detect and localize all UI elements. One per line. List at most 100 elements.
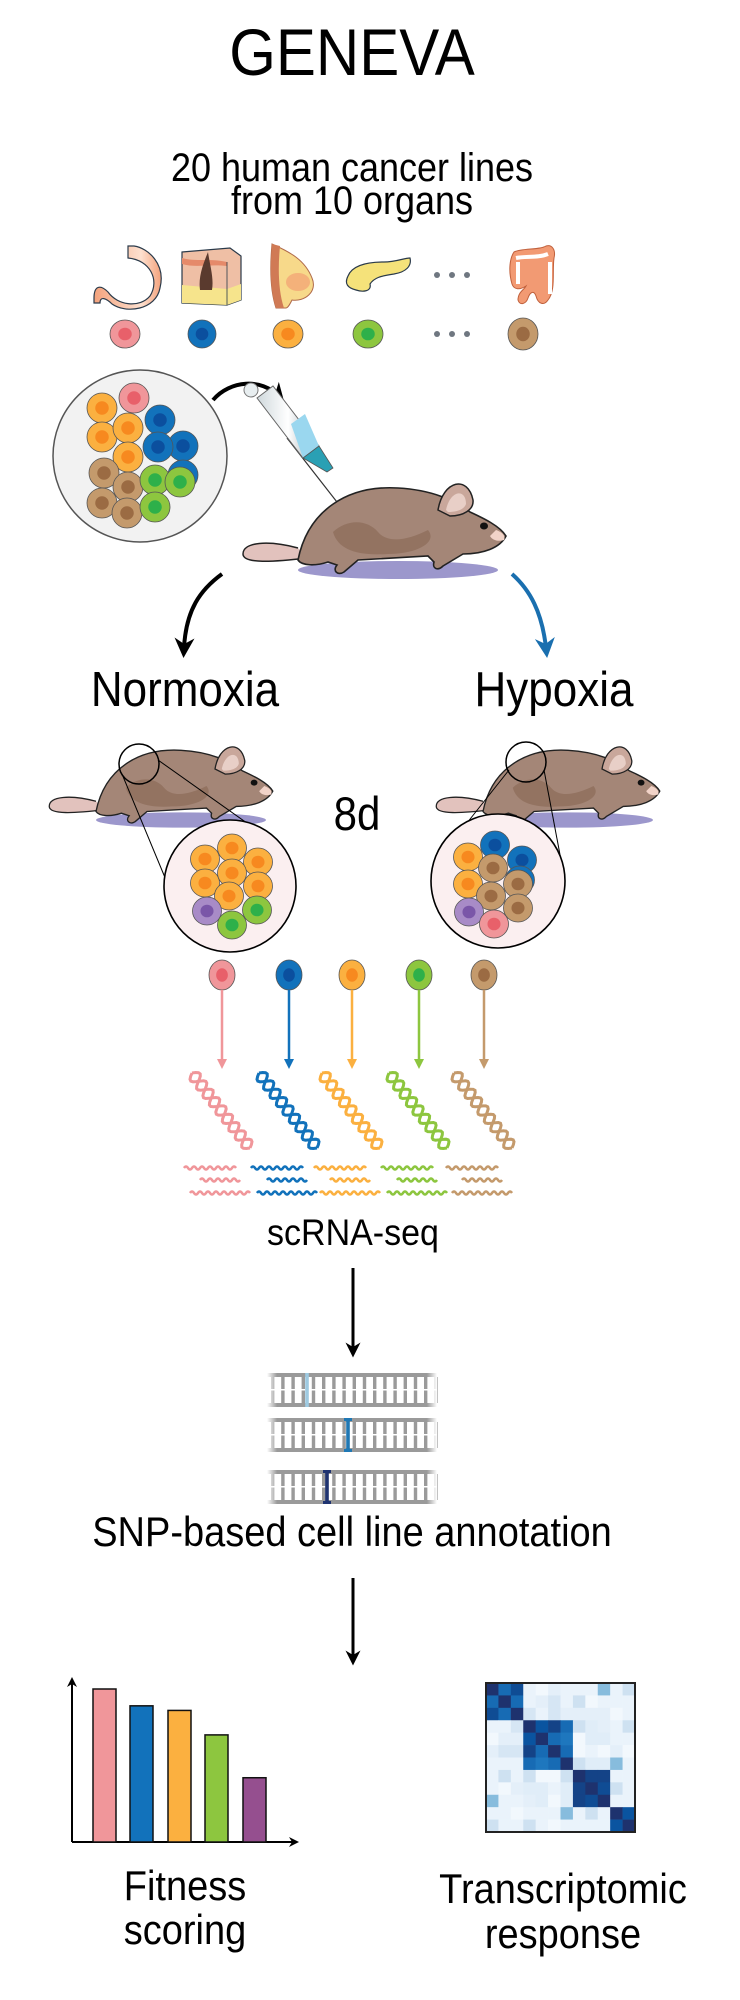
cell-brown [111, 497, 143, 529]
mouse-normoxia [48, 746, 274, 829]
heatmap-cell [535, 1782, 549, 1796]
cell-blue [167, 430, 199, 462]
heatmap-cell [548, 1794, 561, 1808]
heatmap-cell [486, 1819, 499, 1833]
normoxia-label: Normoxia [91, 662, 279, 717]
sequencing-read [379, 1165, 435, 1171]
cell-blue [480, 830, 510, 860]
heatmap-cell [486, 1807, 499, 1820]
heatmap-cell [622, 1794, 636, 1808]
sequencing-lane-green [379, 959, 451, 1196]
cell-brown [478, 853, 508, 883]
heatmap-cell [486, 1695, 499, 1709]
heatmap-cell [498, 1683, 512, 1696]
cell-icon-orange [272, 319, 304, 349]
heatmap-frame [485, 1682, 636, 1833]
heatmap-cell [572, 1757, 586, 1771]
fitness-bar-chart [67, 1677, 299, 1847]
heatmap-cell [597, 1807, 611, 1820]
heatmap-cell [548, 1745, 561, 1758]
heatmap-cell [610, 1782, 623, 1796]
heatmap-cell [560, 1745, 574, 1758]
cell-pink [118, 382, 150, 414]
heatmap-cell [498, 1794, 512, 1808]
cell-icon-brown [470, 959, 498, 991]
sequencing-read [328, 1177, 372, 1183]
heatmap-cell [510, 1819, 524, 1833]
cell-pink [479, 909, 509, 939]
heatmap-cell [535, 1683, 549, 1696]
sequencing-read [312, 1165, 368, 1171]
heatmap-cell [585, 1807, 599, 1820]
bar-blue [129, 1705, 154, 1843]
heatmap-cell [610, 1707, 623, 1721]
heatmap-cell [610, 1720, 623, 1733]
ellipsis-icon [434, 272, 470, 278]
mouse-injected [242, 483, 507, 580]
cell-icon-pink [109, 319, 141, 349]
heatmap-cell [560, 1757, 574, 1771]
snp-read-3 [267, 1470, 438, 1504]
heatmap-cell [585, 1720, 599, 1733]
cell-brown [88, 457, 120, 489]
heatmap-cell [535, 1807, 549, 1820]
heatmap-cell [585, 1745, 599, 1758]
mouse-hypoxia [435, 746, 661, 829]
cell-brown [503, 869, 533, 899]
heatmap-cell [523, 1695, 536, 1709]
cell-green [139, 491, 171, 523]
rna-helix-icon [258, 1070, 321, 1149]
heatmap-cell [548, 1707, 561, 1721]
cell-orange [214, 881, 244, 911]
rna-helix-icon [321, 1070, 384, 1149]
colon-icon [509, 245, 555, 305]
transcriptomic-label-line-2: response [485, 1911, 641, 1957]
heatmap-cell [585, 1683, 599, 1696]
breast-icon [270, 243, 314, 309]
heatmap-cell [597, 1707, 611, 1721]
heatmap-cell [535, 1794, 549, 1808]
heatmap-cell [523, 1745, 536, 1758]
heatmap-cell [622, 1720, 636, 1733]
snp-reads [267, 1373, 438, 1504]
pooled-cells-dish [52, 369, 228, 543]
heatmap-cell [523, 1757, 536, 1771]
heatmap-cell [548, 1683, 561, 1696]
heatmap-cell [498, 1757, 512, 1771]
heatmap-cell [535, 1769, 549, 1783]
heatmap-cell [548, 1807, 561, 1820]
heatmap-cell [523, 1707, 536, 1721]
sequencing-read [198, 1177, 242, 1183]
heatmap-cell [560, 1794, 574, 1808]
heatmap-cell [622, 1757, 636, 1771]
cell-orange [453, 842, 483, 872]
heatmap-cell [523, 1732, 536, 1746]
heatmap-cell [523, 1683, 536, 1696]
cell-orange [190, 844, 220, 874]
sequencing-read [255, 1190, 319, 1196]
intro-line-2: from 10 organs [231, 179, 473, 223]
heatmap-cell [610, 1695, 623, 1709]
snp-annotation-label: SNP-based cell line annotation [92, 1509, 612, 1555]
heatmap-cell [585, 1819, 599, 1833]
heatmap-cell [486, 1782, 499, 1796]
heatmap-cell [610, 1794, 623, 1808]
heatmap-cell [510, 1807, 524, 1820]
sequencing-read [188, 1190, 252, 1196]
heatmap-cell [535, 1720, 549, 1733]
heatmap-cell [585, 1782, 599, 1796]
heatmap-cell [572, 1683, 586, 1696]
scrna-seq-label: scRNA-seq [267, 1212, 439, 1254]
cell-orange [453, 869, 483, 899]
heatmap-cell [560, 1807, 574, 1820]
heatmap-cell [622, 1695, 636, 1709]
heatmap-cell [585, 1794, 599, 1808]
heatmap-cell [560, 1695, 574, 1709]
heatmap-cell [548, 1819, 561, 1833]
normoxia-tumor-zoom [118, 743, 297, 953]
heatmap-cell [622, 1707, 636, 1721]
heatmap-cell [597, 1782, 611, 1796]
heatmap-cell [560, 1683, 574, 1696]
heatmap-cell [535, 1819, 549, 1833]
cell-brown [86, 487, 118, 519]
